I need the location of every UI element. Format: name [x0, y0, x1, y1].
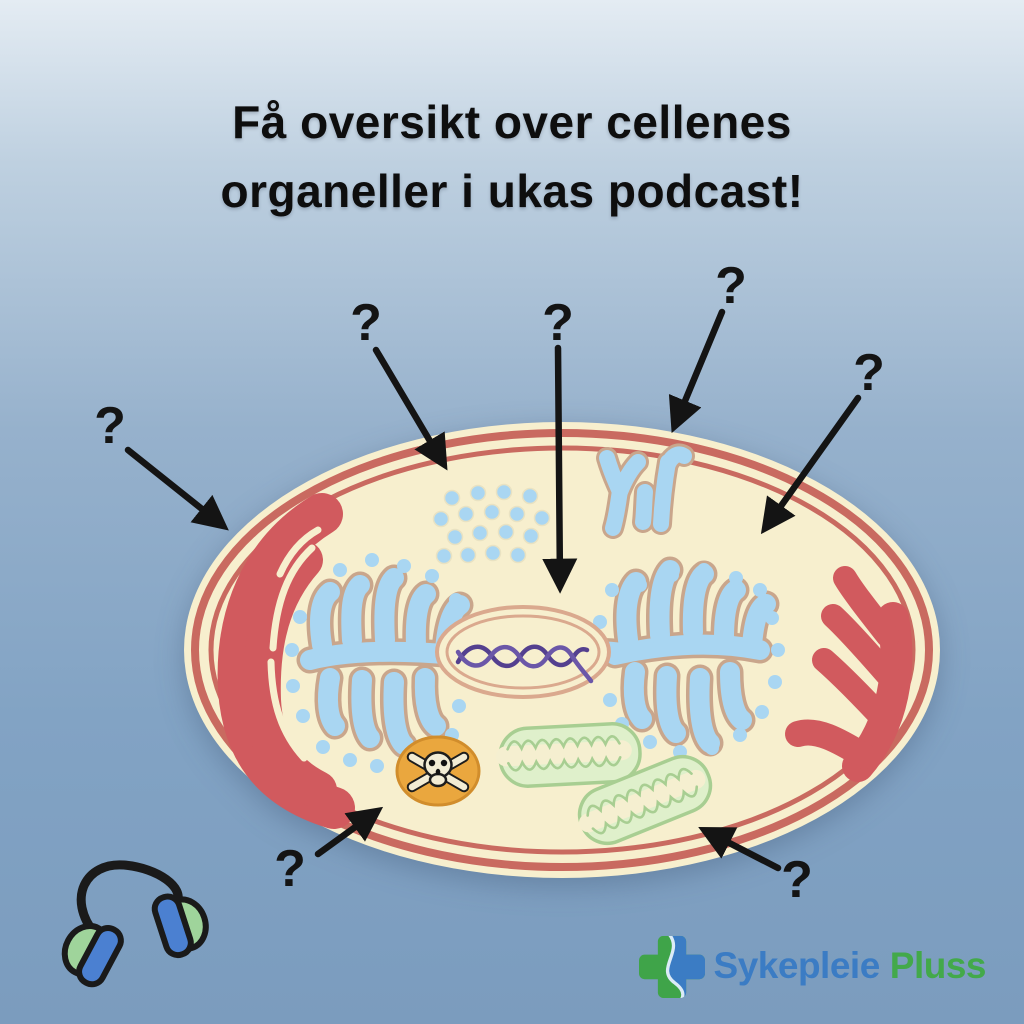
cristae: [506, 735, 622, 772]
smooth-er-red-right: [785, 566, 913, 782]
nucleus: [435, 605, 611, 699]
arrow-to-red-er-left: [124, 446, 229, 531]
question-mark: ?: [94, 397, 126, 455]
rough-er-red-left: [217, 493, 355, 829]
free-ribosomes: [432, 483, 551, 565]
cell: [184, 422, 940, 878]
question-mark: ?: [350, 294, 382, 352]
question-mark: ?: [853, 344, 885, 402]
question-mark: ?: [781, 851, 813, 909]
mitochondrion-1: [495, 722, 642, 788]
arrow-to-lysosome: [314, 806, 384, 858]
arrow-to-mitochondrion: [698, 826, 782, 872]
arrow-to-red-er-right: [760, 394, 862, 535]
logo-text-secondary: Pluss: [889, 945, 987, 986]
question-marks: ? ? ? ? ? ? ?: [94, 257, 885, 909]
headphone-right-cup: [151, 893, 209, 959]
logo-text-primary: Sykepleie: [713, 945, 881, 986]
mitochondrion-2: [577, 754, 713, 846]
arrow-to-nucleus: [542, 344, 578, 594]
rough-er-blue-right: [593, 563, 785, 759]
title-line-1: Få oversikt over cellenes: [232, 96, 792, 148]
pointer-arrows: [124, 308, 862, 872]
poster-title: Få oversikt over cellenes organeller i u…: [0, 88, 1024, 226]
cristae: [586, 767, 699, 835]
question-mark: ?: [542, 294, 574, 352]
skull-crossbones-icon: [406, 751, 470, 793]
title-line-2: organeller i ukas podcast!: [220, 165, 804, 217]
headphones-icon: [61, 860, 209, 988]
question-mark: ?: [274, 840, 306, 898]
arrow-to-golgi: [668, 308, 726, 434]
dna-helix: [455, 644, 594, 684]
lysosome: [395, 735, 481, 807]
headphone-left-cup: [61, 923, 124, 988]
arrow-to-ribosomes: [372, 346, 448, 471]
question-mark: ?: [715, 257, 747, 315]
attached-ribosomes-right: [593, 563, 785, 759]
cross-swoosh-icon: [638, 935, 705, 999]
